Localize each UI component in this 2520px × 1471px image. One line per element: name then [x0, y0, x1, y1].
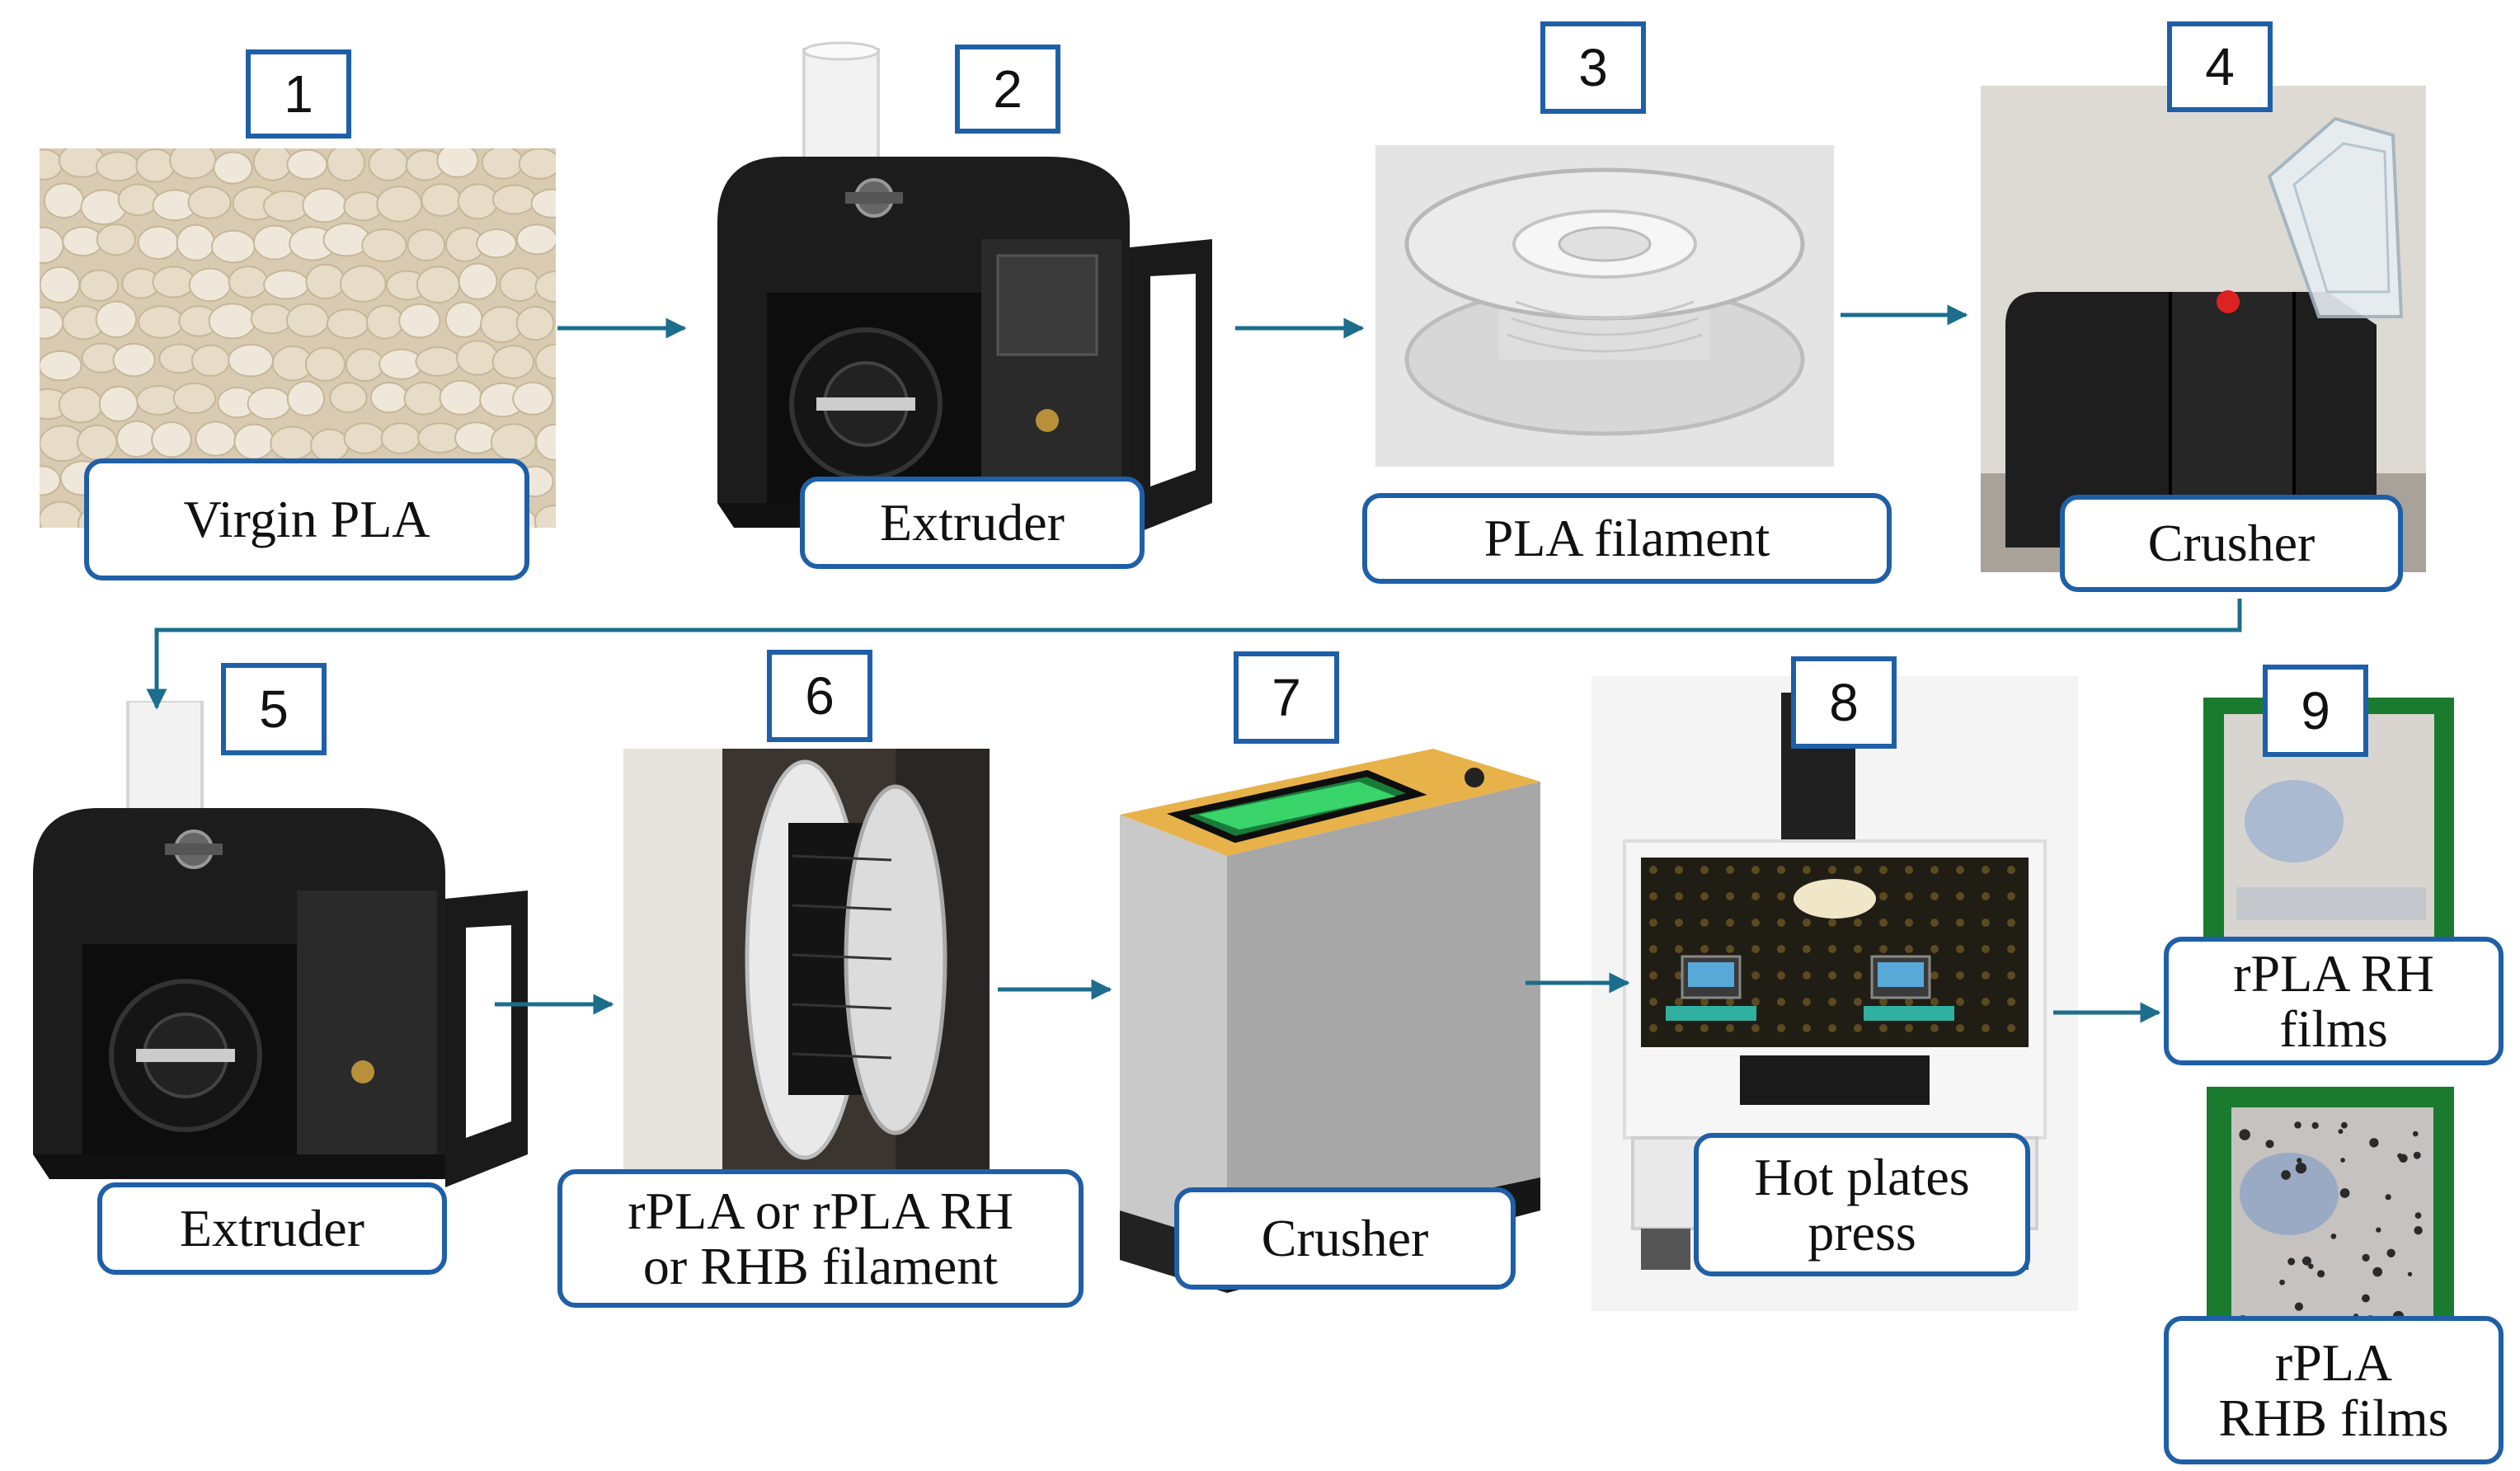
- step-label-hot-plates-press: Hot plates press: [1694, 1133, 2030, 1276]
- step-label-rpla-rh-films: rPLA RH films: [2164, 937, 2504, 1065]
- pellets-icon: [40, 148, 556, 528]
- step-label-extruder-bottom: Extruder: [97, 1182, 447, 1275]
- step-number-1: 1: [246, 49, 351, 139]
- spool-photo: [1375, 145, 1834, 467]
- step-number-8: 8: [1791, 656, 1897, 749]
- step-number-5: 5: [221, 663, 327, 755]
- extruder-photo-bottom: [25, 701, 552, 1204]
- step-number-4: 4: [2167, 21, 2273, 112]
- step-number-7: 7: [1234, 651, 1339, 744]
- filament-spool-icon-2: [623, 749, 990, 1171]
- extruder-machine-icon-2: [33, 701, 528, 1187]
- step-label-crusher-top: Crusher: [2060, 495, 2403, 592]
- extruder-photo-top: [701, 41, 1229, 544]
- step-number-9: 9: [2263, 665, 2368, 757]
- step-number-3: 3: [1540, 21, 1646, 114]
- pellets-photo: [40, 148, 556, 528]
- step-label-virgin-pla: Virgin PLA: [84, 458, 529, 580]
- step-number-6: 6: [767, 650, 872, 742]
- film-sample-icon-2: [2207, 1087, 2454, 1359]
- film-photo-bottom: [2207, 1087, 2454, 1359]
- step-label-pla-filament: PLA filament: [1362, 493, 1892, 584]
- step-label-crusher-bottom: Crusher: [1174, 1187, 1516, 1290]
- black-spool-photo: [623, 749, 990, 1171]
- step-label-recycled-filament: rPLA or rPLA RH or RHB filament: [557, 1169, 1084, 1308]
- filament-spool-icon: [1375, 145, 1834, 467]
- step-label-rpla-rhb-films: rPLA RHB films: [2164, 1316, 2504, 1464]
- extruder-machine-icon: [717, 41, 1212, 536]
- step-number-2: 2: [955, 45, 1060, 134]
- step-label-extruder-top: Extruder: [800, 477, 1145, 569]
